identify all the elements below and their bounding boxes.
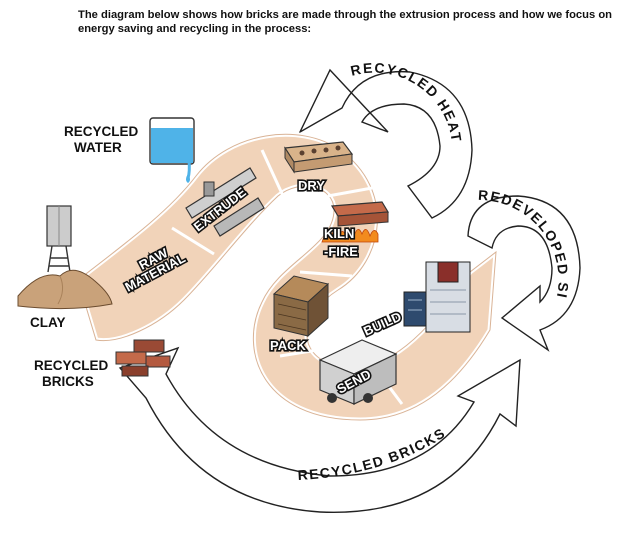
label-kiln-line2: -FIRE — [324, 244, 358, 259]
recycled-heat-arrow — [298, 68, 473, 219]
brick-icon — [283, 141, 354, 174]
redeveloped-sites-arrow — [467, 195, 581, 352]
label-build: BUILD — [361, 309, 403, 339]
label-recycled-water-line1: RECYCLED — [64, 124, 139, 139]
clay-pile-icon — [17, 269, 113, 310]
intro-text: The diagram below shows how bricks are m… — [78, 9, 612, 35]
label-dry: DRY — [298, 178, 325, 193]
delivery-truck-icon — [318, 339, 398, 405]
brick-pallet-icon — [272, 275, 330, 338]
kiln-brick-icon — [330, 201, 390, 227]
label-pack: PACK — [270, 338, 306, 353]
label-recycled-bricks-line2: BRICKS — [42, 374, 94, 389]
extruder-icon — [185, 167, 265, 237]
label-kiln-line1: KILN — [324, 226, 354, 241]
recycled-bricks-icon — [115, 339, 171, 377]
label-clay: CLAY — [30, 315, 66, 330]
flame-icon — [321, 229, 379, 243]
production-path — [75, 131, 499, 423]
label-recycled-bricks-line1: RECYCLED — [34, 358, 109, 373]
recycled-bricks-arrow — [118, 346, 521, 514]
water-beaker-icon — [149, 117, 195, 183]
water-tower-icon — [46, 205, 72, 273]
label-recycled-water-line2: WATER — [74, 140, 122, 155]
buildings-icon — [403, 261, 471, 333]
